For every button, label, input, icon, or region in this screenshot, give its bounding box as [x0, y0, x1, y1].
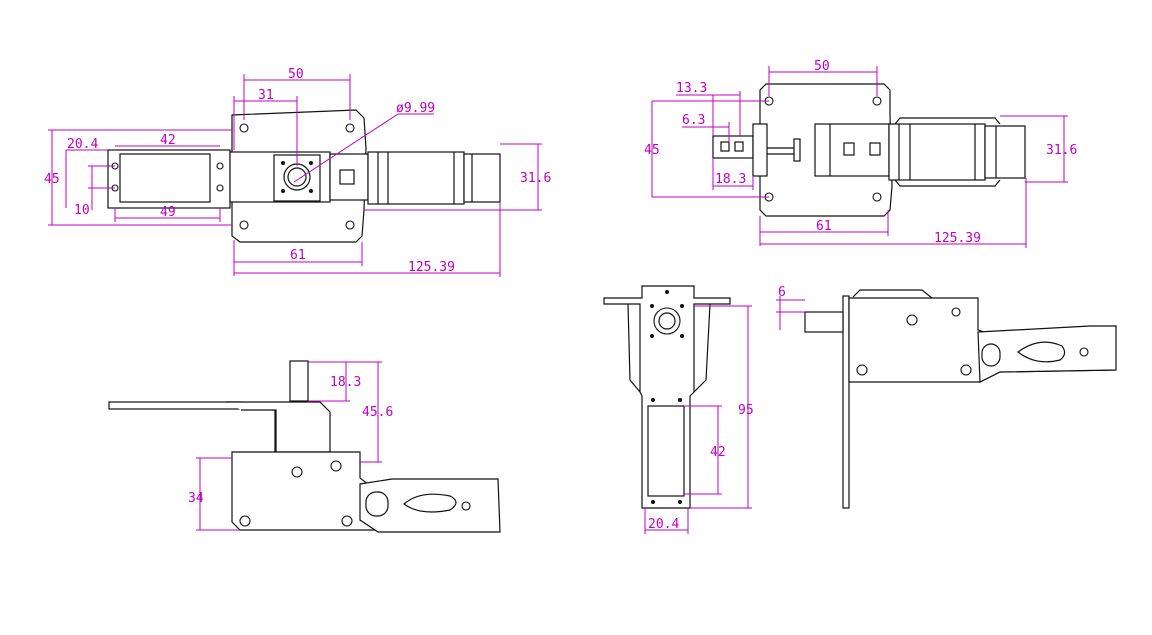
dim-18-3: 18.3 — [330, 375, 361, 390]
dim-125-39: 125.39 — [408, 260, 455, 275]
view-top-left: 50 31 ø9.99 20.4 42 45 10 49 — [44, 67, 551, 277]
dim-34: 34 — [188, 491, 204, 506]
dim-10: 10 — [74, 203, 90, 218]
dim-45: 45 — [44, 172, 60, 187]
dim-49: 49 — [160, 205, 176, 220]
front-cutout — [647, 405, 685, 497]
view-side-right: 6 — [776, 285, 1117, 509]
mount-hole — [239, 220, 249, 230]
dim-diameter: ø9.99 — [396, 101, 435, 116]
dimensions-side-right: 6 — [776, 285, 805, 330]
dimensions-top-right: 50 45 13.3 6.3 18.3 61 125.39 31.6 — [644, 59, 1077, 248]
dim-50: 50 — [814, 59, 830, 74]
coupler-gear — [339, 169, 355, 185]
mount-hole — [345, 220, 355, 230]
pin-block — [712, 135, 754, 159]
view-top-right: 50 45 13.3 6.3 18.3 61 125.39 31.6 — [644, 59, 1077, 248]
dim-61: 61 — [290, 248, 306, 263]
motor-can — [888, 123, 986, 181]
pin-stub — [804, 311, 844, 333]
strut-body — [231, 451, 379, 531]
strut-leg — [977, 325, 1117, 383]
dim-6-3: 6.3 — [682, 113, 705, 128]
dim-42: 42 — [160, 133, 176, 148]
vertical-plate — [842, 295, 850, 509]
strut-leg — [359, 478, 501, 533]
motor-can — [367, 151, 465, 205]
hub-bore — [287, 167, 307, 187]
dimensions-side-left: 18.3 45.6 34 — [188, 361, 393, 531]
dim-6: 6 — [778, 285, 786, 300]
dim-31-6: 31.6 — [1046, 143, 1077, 158]
view-side-left: 18.3 45.6 34 — [108, 360, 501, 533]
servo-cutout — [119, 153, 211, 203]
mount-hole — [239, 123, 249, 133]
pin-post — [289, 360, 309, 402]
motor-cap — [463, 153, 501, 203]
dim-95: 95 — [738, 403, 754, 418]
servo-hole — [216, 162, 224, 170]
gearbox — [814, 123, 890, 177]
mount-hole — [345, 123, 355, 133]
dimensions-front: 95 42 20.4 — [644, 305, 754, 534]
dim-20-4: 20.4 — [648, 517, 679, 532]
coupler — [329, 153, 369, 201]
dim-50: 50 — [288, 67, 304, 82]
servo-plate-edge — [108, 401, 242, 410]
dimensions-top-left: 50 31 ø9.99 20.4 42 45 10 49 — [44, 67, 551, 277]
servo-hole — [216, 184, 224, 192]
shaft-collar — [793, 138, 801, 162]
dim-20-4: 20.4 — [67, 137, 98, 152]
dim-31: 31 — [258, 88, 274, 103]
dim-61: 61 — [816, 219, 832, 234]
dim-125-39: 125.39 — [934, 231, 981, 246]
dim-13-3: 13.3 — [676, 81, 707, 96]
motor-cap — [984, 125, 1026, 179]
servo-plate — [107, 149, 231, 209]
dim-45-6: 45.6 — [362, 405, 393, 420]
hub-body — [229, 151, 331, 203]
dim-42: 42 — [710, 445, 726, 460]
dim-45: 45 — [644, 143, 660, 158]
dim-31-6: 31.6 — [520, 171, 551, 186]
view-front: 95 42 20.4 — [603, 285, 754, 534]
dim-18-3: 18.3 — [715, 172, 746, 187]
